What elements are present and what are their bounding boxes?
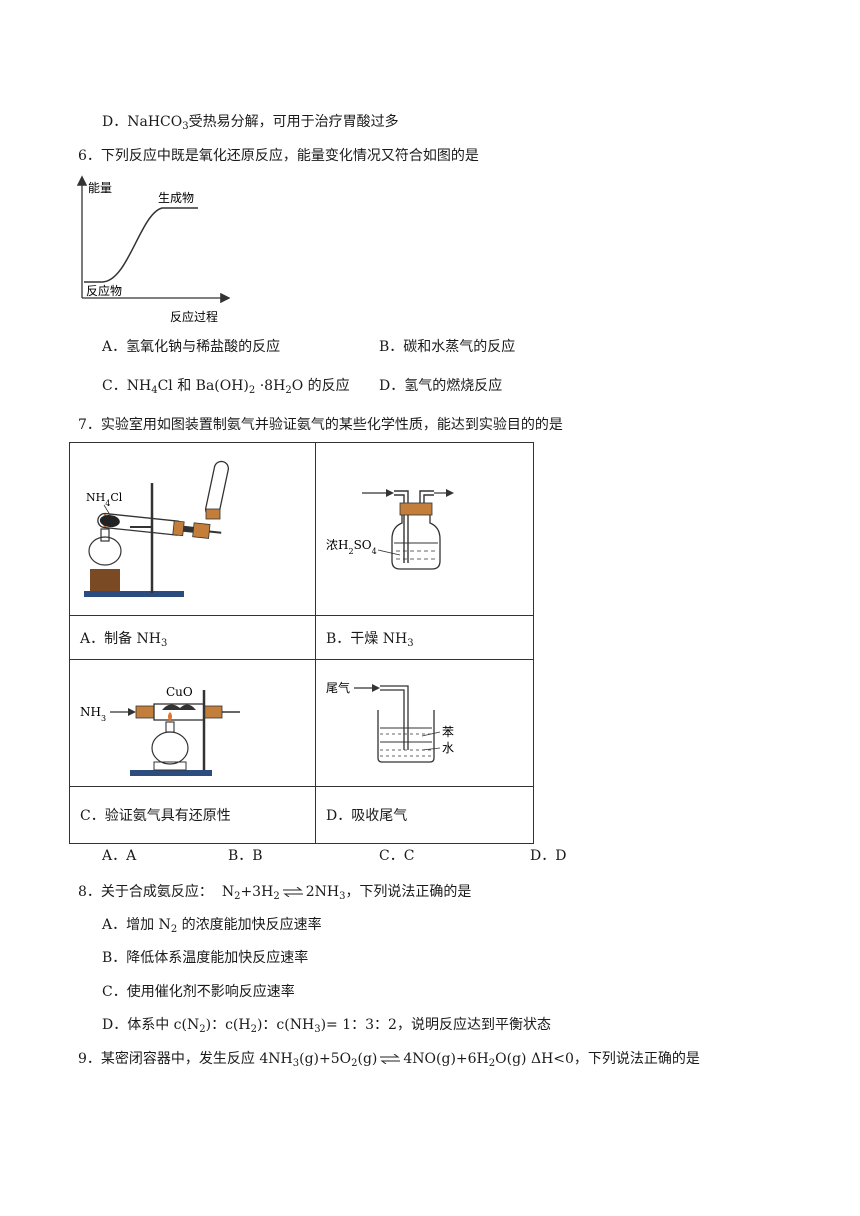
- subscript: 3: [407, 637, 414, 649]
- cell-a-label: A．制备 NH3: [69, 615, 316, 660]
- subscript: 3: [101, 714, 106, 723]
- subscript: 2: [488, 1058, 496, 1069]
- formula-part: ·8H: [255, 378, 286, 394]
- label-text: B．干燥 NH: [326, 630, 408, 647]
- stem-text: 9．某密闭容器中，发生反应 4NH: [78, 1051, 293, 1067]
- formula-part: 2NH: [305, 884, 340, 900]
- energy-curve: [84, 207, 198, 283]
- subscript: 2: [351, 1058, 358, 1069]
- q6-option-a: A．氢氧化钠与稀盐酸的反应: [102, 339, 281, 355]
- q7-option-a: A．A: [102, 848, 137, 864]
- subscript: 2: [348, 547, 353, 556]
- subscript: 3: [182, 121, 189, 132]
- formula-part: +3H: [240, 884, 274, 900]
- stem-text: 4NO(g)+6H: [403, 1051, 489, 1067]
- subscript: 2: [248, 385, 256, 396]
- option-text: A．增加 N: [102, 917, 171, 933]
- subscript: 2: [199, 1024, 206, 1035]
- svg-text:NH3: NH3: [80, 705, 106, 723]
- benzene-label: 苯: [442, 725, 454, 739]
- cell-d-label: D．吸收尾气: [315, 786, 534, 844]
- x-axis-label: 反应过程: [170, 309, 218, 324]
- equilibrium-arrow-icon: [282, 887, 303, 897]
- formula-part: O 的反应: [291, 378, 350, 394]
- reagent-label-rest: Cl: [110, 491, 122, 504]
- reagent-label: NH: [86, 491, 105, 504]
- apparatus-drying-bottle: 浓H2SO4: [326, 489, 454, 570]
- cell-b-label: B．干燥 NH3: [315, 615, 534, 660]
- subscript: 2: [170, 924, 178, 935]
- stem-text: (g): [357, 1051, 378, 1067]
- formula-part: Cl 和 Ba(OH): [157, 378, 249, 394]
- subscript: 2: [273, 891, 280, 902]
- cuo-label: CuO: [166, 685, 193, 699]
- option-text: )：c(NH: [256, 1017, 315, 1033]
- q5-option-d-rest: 受热易分解，可用于治疗胃酸过多: [188, 114, 399, 130]
- cell-d-image: 尾气 苯 水: [315, 659, 534, 787]
- option-label: C．: [102, 378, 127, 394]
- q8-option-c: C．使用催化剂不影响反应速率: [102, 984, 295, 1000]
- stem-text: (g)+5O: [299, 1051, 352, 1067]
- formula-part: NH: [126, 378, 152, 394]
- reagent-label-mid: SO: [354, 538, 372, 552]
- q8-option-d: D．体系中 c(N2)：c(H2)：c(NH3)= 1：3：2，说明反应达到平衡…: [102, 1015, 551, 1035]
- subscript: 2: [234, 891, 241, 902]
- stem-text: 8．关于合成氨反应：: [78, 884, 213, 900]
- q7-apparatus-table: NH4Cl: [69, 442, 534, 844]
- cell-c-label: C．验证氨气具有还原性: [69, 786, 316, 844]
- cell-c-image: NH3 CuO: [69, 659, 316, 787]
- q6-option-b: B．碳和水蒸气的反应: [379, 339, 516, 355]
- cell-b-image: 浓H2SO4: [315, 442, 534, 616]
- subscript: 2: [250, 1024, 257, 1035]
- svg-text:NH4Cl: NH4Cl: [86, 491, 123, 508]
- subscript: 4: [151, 385, 158, 396]
- cell-a-image: NH4Cl: [69, 442, 316, 616]
- subscript: 4: [372, 547, 377, 556]
- apparatus-beaker: 尾气 苯 水: [326, 680, 454, 763]
- stem-suffix: ，下列说法正确的是: [345, 884, 472, 900]
- equilibrium-arrow-icon: [380, 1054, 401, 1064]
- svg-text:浓H2SO4: 浓H2SO4: [326, 538, 377, 556]
- q6-option-d: D．氢气的燃烧反应: [379, 378, 503, 394]
- y-axis-label: 能量: [88, 181, 112, 195]
- q5-option-d: D．NaHCO3受热易分解，可用于治疗胃酸过多: [102, 112, 399, 132]
- subscript: 3: [161, 637, 168, 649]
- stem-text: O(g) ΔH<0，下列说法正确的是: [495, 1051, 700, 1067]
- q6-stem: 6．下列反应中既是氧化还原反应，能量变化情况又符合如图的是: [78, 148, 479, 164]
- reagent-label: 浓H: [326, 538, 348, 552]
- gas-label: 尾气: [326, 680, 350, 695]
- formula-part: N: [221, 884, 235, 900]
- label-text: A．制备 NH: [80, 630, 162, 647]
- q8-option-b: B．降低体系温度能加快反应速率: [102, 950, 309, 966]
- q7-option-c: C．C: [379, 848, 415, 864]
- q9-stem: 9．某密闭容器中，发生反应 4NH3(g)+5O2(g)4NO(g)+6H2O(…: [78, 1049, 700, 1069]
- subscript: 2: [285, 385, 292, 396]
- q7-option-b: B．B: [228, 848, 263, 864]
- apparatus-heating-tube: NH4Cl: [84, 460, 230, 597]
- q6-energy-diagram: 能量 生成物 反应物 反应过程: [76, 175, 231, 324]
- water-label: 水: [442, 741, 454, 755]
- option-text: )：c(H: [205, 1017, 251, 1033]
- reactant-label: 反应物: [86, 283, 122, 298]
- apparatus-cuo-tube: NH3 CuO: [80, 685, 240, 776]
- subscript: 3: [339, 891, 346, 902]
- subscript: 4: [105, 499, 110, 508]
- q8-option-a: A．增加 N2 的浓度能加快反应速率: [102, 915, 322, 935]
- q7-option-d: D．D: [530, 848, 567, 864]
- q7-stem: 7．实验室用如图装置制氨气并验证氨气的某些化学性质，能达到实验目的的是: [78, 417, 563, 433]
- option-text: D．体系中 c(N: [102, 1017, 200, 1033]
- product-label: 生成物: [158, 191, 194, 205]
- q6-option-c: C．NH4Cl 和 Ba(OH)2 ·8H2O 的反应: [102, 376, 350, 396]
- subscript: 3: [292, 1058, 300, 1069]
- option-text-rest: 的浓度能加快反应速率: [177, 917, 322, 933]
- subscript: 3: [314, 1024, 321, 1035]
- q5-option-d-text: D．NaHCO: [102, 114, 183, 130]
- option-text: )= 1：3：2，说明反应达到平衡状态: [320, 1017, 551, 1033]
- gas-label: NH: [80, 705, 101, 719]
